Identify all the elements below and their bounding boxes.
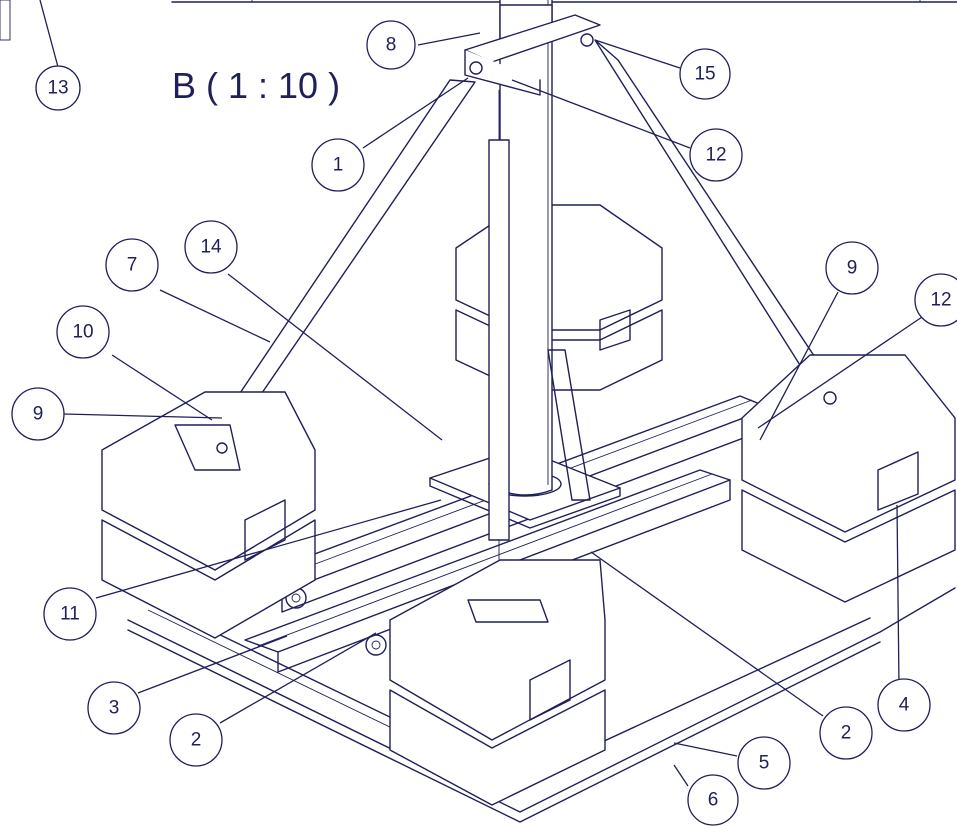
ballast-block-left	[101, 391, 316, 639]
balloon-12-top: 12	[689, 128, 743, 182]
balloon-2-left: 2	[169, 713, 223, 767]
sheet-frame	[0, 0, 957, 41]
guy-rod-front	[488, 90, 510, 600]
balloon-9-left: 9	[11, 387, 65, 441]
balloon-9-right-label: 9	[847, 258, 858, 279]
balloon-2-left-label: 2	[191, 730, 202, 751]
balloon-2-right: 2	[819, 706, 873, 760]
balloon-6: 6	[687, 774, 739, 826]
balloon-11-label: 11	[60, 604, 80, 625]
balloon-13: 13	[35, 65, 81, 111]
balloon-4-label: 4	[899, 695, 910, 716]
balloon-8: 8	[366, 20, 416, 70]
balloon-1-label: 1	[333, 155, 344, 176]
leader-lines	[39, 0, 926, 787]
balloon-3-label: 3	[109, 698, 120, 719]
balloon-7: 7	[105, 238, 159, 292]
ballast-block-front	[389, 559, 606, 806]
balloon-5: 5	[737, 736, 791, 790]
balloon-10-label: 10	[72, 322, 93, 343]
balloon-5-label: 5	[759, 753, 770, 774]
balloon-2-right-label: 2	[841, 723, 852, 744]
balloon-12-right-label: 12	[930, 290, 951, 311]
balloon-8-label: 8	[386, 35, 397, 56]
balloon-12-right: 12	[914, 273, 957, 327]
balloon-11: 11	[43, 587, 97, 641]
balloon-13-label: 13	[47, 78, 68, 99]
balloon-12-top-label: 12	[705, 145, 726, 166]
balloon-6-label: 6	[708, 790, 719, 811]
balloon-4: 4	[877, 678, 931, 732]
balloon-10: 10	[56, 305, 110, 359]
balloon-7-label: 7	[127, 255, 138, 276]
balloon-3: 3	[87, 681, 141, 735]
balloon-1: 1	[311, 138, 365, 192]
balloon-14-label: 14	[200, 237, 222, 258]
balloon-9-left-label: 9	[33, 404, 44, 425]
balloon-15: 15	[679, 48, 731, 100]
ballast-block-back	[455, 204, 663, 391]
view-title: B ( 1 : 10 )	[172, 65, 340, 106]
ballast-block-right	[741, 354, 956, 603]
balloon-9-right: 9	[825, 241, 879, 295]
balloon-14: 14	[184, 220, 238, 274]
balloon-15-label: 15	[694, 64, 715, 85]
